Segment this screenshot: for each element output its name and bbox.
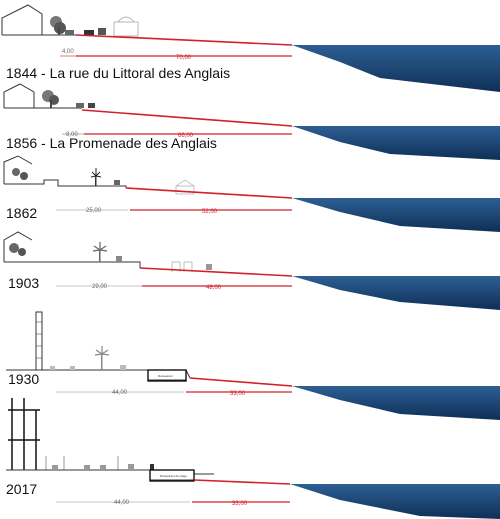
- seaside-pavilion: [171, 261, 212, 272]
- vegetation: [12, 168, 120, 186]
- building-outline: [3, 155, 33, 184]
- beach-structure: [149, 469, 195, 482]
- sea-area: [292, 126, 500, 160]
- tall-building: [35, 311, 43, 370]
- beach-width-label: 66,00: [178, 133, 194, 139]
- section-1856: 8,00 66,00 1856 - La Promenade des Angla…: [3, 83, 500, 160]
- road-width-label: 25,00: [86, 208, 102, 214]
- ground-profile: [6, 469, 214, 481]
- road-width-label: 44,00: [112, 390, 128, 396]
- building-frame: [8, 398, 40, 470]
- section-title: 1856 - La Promenade des Anglais: [6, 135, 217, 151]
- street-furniture: [45, 456, 154, 470]
- beach-line: [81, 109, 293, 127]
- sea-area: [290, 484, 500, 519]
- section-title: 2017: [6, 481, 37, 497]
- beach-structure: [147, 369, 187, 382]
- sea-area: [292, 198, 500, 232]
- section-title: 1930: [8, 371, 39, 387]
- beach-line: [125, 187, 293, 199]
- structure-label: Restaurant de plage: [160, 474, 187, 478]
- seaside-building: [175, 179, 195, 195]
- beach-width-label: 52,00: [202, 209, 218, 215]
- structure-label: Restaurant: [158, 374, 173, 378]
- vegetation: [50, 16, 106, 35]
- road-width-label: 44,00: [114, 500, 130, 506]
- sea-area: [292, 276, 500, 310]
- section-title: 1844 - La rue du Littoral des Anglais: [6, 65, 230, 81]
- road-width-label: 29,00: [92, 284, 108, 290]
- section-1844: 4,00 70,00 1844 - La rue du Littoral des…: [1, 4, 500, 92]
- sea-area: [292, 45, 500, 92]
- beach-line: [189, 377, 293, 387]
- section-1903: 29,00 48,00 1903: [3, 231, 500, 310]
- beach-width-label: 48,00: [206, 285, 222, 291]
- beach-width-label: 33,00: [232, 501, 248, 507]
- sea-area: [292, 386, 500, 420]
- road-width-label: 8,00: [66, 132, 78, 138]
- section-2017: Restaurant de plage 44,00 33,00 2017: [6, 398, 500, 519]
- seaside-building: [113, 16, 139, 37]
- section-1930: Restaurant 44,00 33,00 1930: [6, 311, 500, 420]
- ground-profile: [4, 179, 127, 188]
- vegetation: [9, 242, 122, 262]
- vegetation: [42, 90, 95, 108]
- vegetation: [50, 346, 126, 370]
- beach-width-label: 33,00: [230, 391, 246, 397]
- building-outline: [3, 83, 35, 108]
- section-title: 1862: [6, 205, 37, 221]
- beach-width-label: 70,00: [176, 55, 192, 61]
- building-outline: [3, 231, 33, 262]
- section-1862: 25,00 52,00 1862: [3, 155, 500, 232]
- road-width-label: 4,00: [62, 49, 74, 55]
- beach-line: [193, 479, 291, 485]
- building-outline: [1, 4, 43, 35]
- beach-line: [75, 34, 293, 46]
- ground-profile: [4, 261, 141, 268]
- section-title: 1903: [8, 275, 39, 291]
- beach-line: [139, 267, 293, 277]
